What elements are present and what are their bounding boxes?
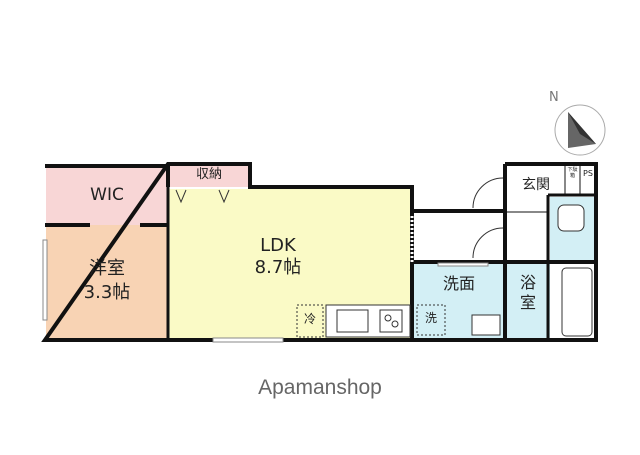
ldk-name-label: LDK (260, 235, 296, 256)
ldk-size-label: 8.7帖 (254, 257, 302, 278)
doors (175, 177, 504, 262)
western-room-size-label: 3.3帖 (83, 282, 131, 303)
bathroom (506, 264, 550, 339)
storage-label: 収納 (195, 167, 222, 182)
compass-icon (554, 104, 606, 156)
bath-label-line2: 室 (519, 293, 536, 312)
shoe-box-label: 下駄箱 (567, 167, 578, 179)
washroom-label: 洗面 (442, 274, 475, 293)
kitchen-counter (296, 204, 593, 338)
walls (41, 162, 598, 342)
apamanshop-logo: Apamanshop (258, 376, 382, 399)
windows (42, 239, 489, 343)
fridge-label: 冷 (303, 312, 316, 326)
washer-label: 洗 (424, 311, 437, 325)
ps-label: PS (583, 169, 593, 178)
compass-north-label: N (549, 90, 559, 105)
bath-label-line1: 浴 (519, 273, 536, 292)
wic-label: WIC (90, 185, 124, 205)
storage-room (168, 165, 250, 187)
western-room-name-label: 洋室 (89, 258, 125, 279)
western-room (46, 225, 168, 339)
entrance-label: 玄関 (522, 177, 550, 193)
